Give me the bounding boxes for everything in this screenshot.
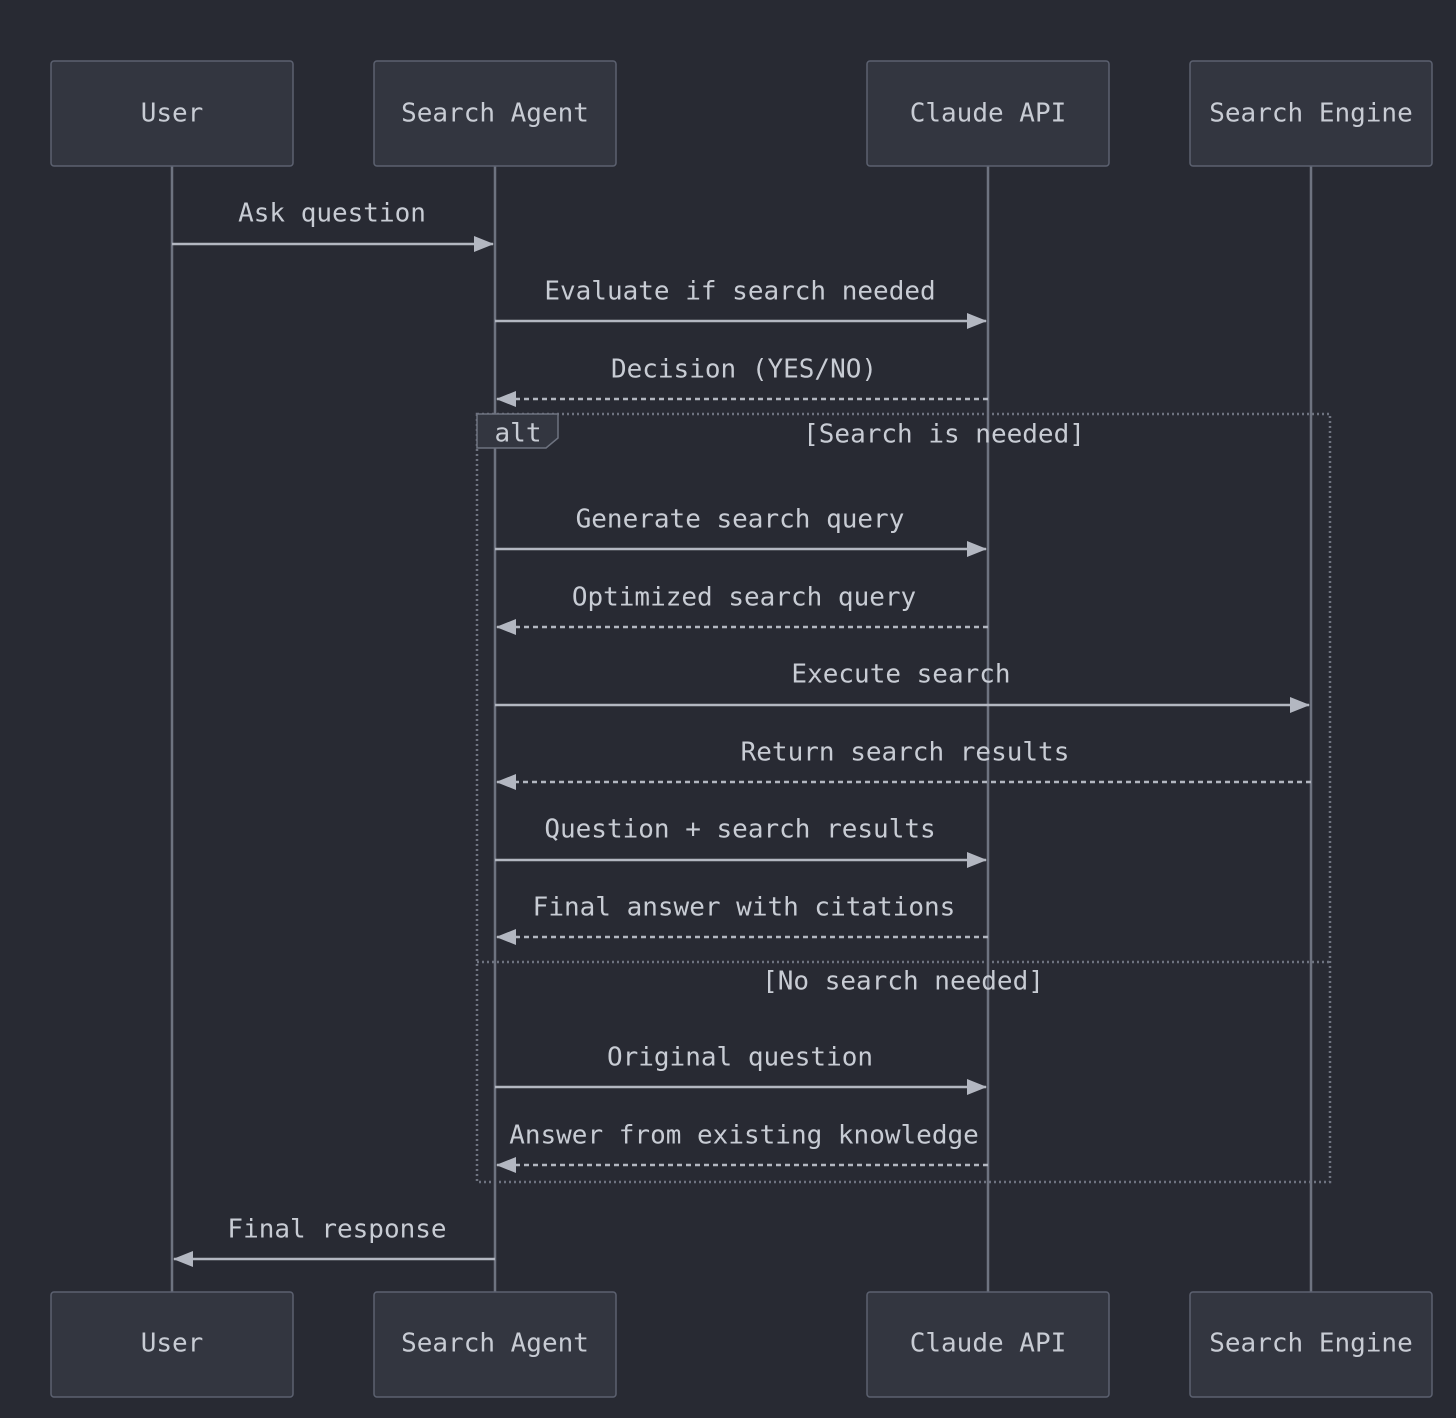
message-label: Final response — [227, 1215, 446, 1245]
message-label: Decision (YES/NO) — [611, 355, 877, 385]
message: Decision (YES/NO) — [496, 355, 988, 407]
actor-label: Claude API — [910, 99, 1067, 129]
message: Return search results — [496, 738, 1311, 790]
actor-label: User — [141, 1329, 204, 1359]
message-label: Optimized search query — [572, 583, 916, 613]
actor-label: Claude API — [910, 1329, 1067, 1359]
message: Evaluate if search needed — [495, 277, 987, 329]
alt-tab — [476, 413, 559, 449]
actor-label: Search Agent — [401, 99, 589, 129]
alt-frame: alt [Search is needed] [No search needed… — [475, 412, 1332, 1184]
message: Final answer with citations — [496, 893, 988, 945]
actor-claude-api-bottom: Claude API — [866, 1291, 1110, 1398]
message-label: Execute search — [791, 660, 1010, 690]
message-label: Return search results — [741, 738, 1070, 768]
actor-label: Search Agent — [401, 1329, 589, 1359]
message: Optimized search query — [496, 583, 988, 635]
message: Final response — [173, 1215, 495, 1267]
message-label: Ask question — [238, 199, 426, 229]
actor-search-engine-top: Search Engine — [1189, 60, 1433, 167]
message: Original question — [495, 1043, 987, 1095]
actor-search-engine-bottom: Search Engine — [1189, 1291, 1433, 1398]
actor-label: Search Engine — [1209, 1329, 1413, 1359]
message-label: Answer from existing knowledge — [509, 1121, 979, 1151]
message-label: Question + search results — [544, 815, 935, 845]
message-label: Generate search query — [576, 505, 905, 535]
actor-user-bottom: User — [50, 1291, 294, 1398]
actor-user-top: User — [50, 60, 294, 167]
message: Execute search — [495, 660, 1310, 713]
message: Generate search query — [495, 505, 987, 557]
alt-condition-search-needed: [Search is needed] — [803, 420, 1085, 450]
message-label: Final answer with citations — [533, 893, 956, 923]
alt-label: alt — [495, 419, 542, 449]
message: Answer from existing knowledge — [496, 1121, 988, 1173]
alt-condition-no-search: [No search needed] — [762, 967, 1044, 997]
actor-search-agent-top: Search Agent — [373, 60, 617, 167]
actor-claude-api-top: Claude API — [866, 60, 1110, 167]
message: Question + search results — [495, 815, 987, 868]
actor-search-agent-bottom: Search Agent — [373, 1291, 617, 1398]
actor-label: User — [141, 99, 204, 129]
actor-label: Search Engine — [1209, 99, 1413, 129]
message-label: Original question — [607, 1043, 873, 1073]
message: Ask question — [172, 199, 494, 252]
message-label: Evaluate if search needed — [544, 277, 935, 307]
